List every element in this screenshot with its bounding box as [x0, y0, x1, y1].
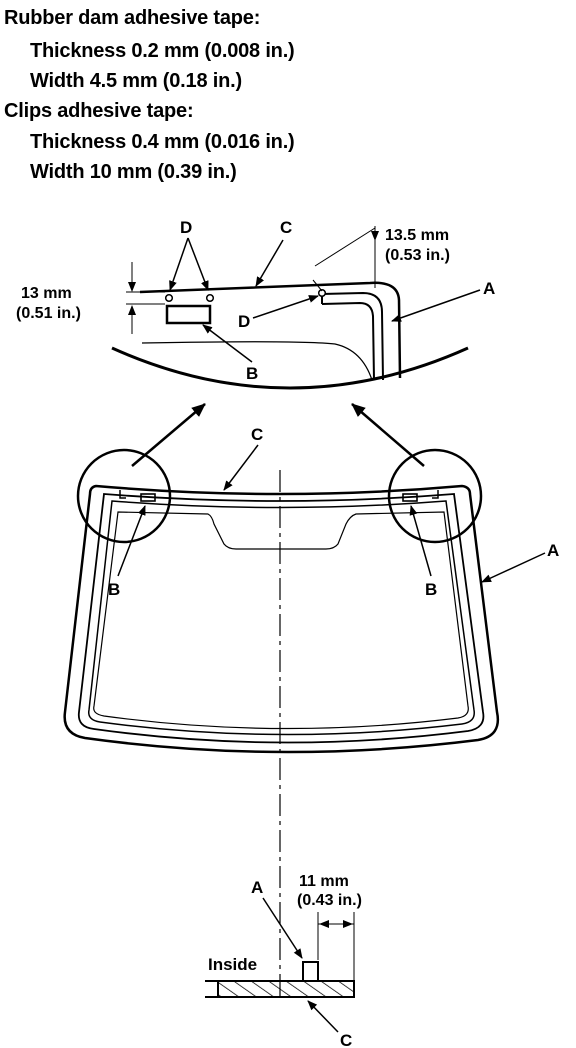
zoom-arrow-left [131, 403, 206, 467]
detail-pin-d3 [317, 288, 327, 298]
detail-circle-left [76, 448, 172, 544]
windshield-outer [63, 484, 500, 754]
dim-13-in: (0.51 in.) [16, 305, 81, 322]
clips-heading: Clips adhesive tape: [4, 100, 194, 122]
windshield-label-c: C [251, 425, 263, 444]
rubber-dam-thickness: Thickness 0.2 mm (0.008 in.) [30, 40, 295, 62]
detail-label-d-mid: D [238, 312, 250, 331]
clips-thickness: Thickness 0.4 mm (0.016 in.) [30, 131, 295, 153]
detail-circle-right [387, 448, 483, 544]
dim-13-5-in: (0.53 in.) [385, 247, 450, 264]
detail-pin-d1 [164, 293, 174, 303]
detail-label-d-top: D [180, 218, 192, 237]
detail-pin-d2 [205, 293, 215, 303]
detail-view: D C D A B 13.5 mm (0.53 in.) 13 mm (0.51… [16, 218, 495, 390]
windshield: C A B B [63, 425, 559, 1000]
cross-section: A C Inside 11 mm (0.43 in.) [205, 873, 362, 1048]
detail-cutoff-arc [111, 346, 469, 390]
detail-label-b: B [246, 364, 258, 383]
detail-rubber-dam [321, 291, 384, 381]
section-rubber-dam [302, 961, 319, 982]
rubber-dam-width: Width 4.5 mm (0.18 in.) [30, 70, 242, 92]
windshield-label-b-left: B [108, 580, 120, 599]
rubber-dam-heading: Rubber dam adhesive tape: [4, 7, 261, 29]
dim-11-mm: 11 mm [299, 873, 349, 890]
clips-width: Width 10 mm (0.39 in.) [30, 161, 237, 183]
dim-11-in: (0.43 in.) [297, 892, 362, 909]
section-glass [217, 980, 355, 998]
dim-13-mm: 13 mm [21, 285, 72, 302]
dim-13-5-mm: 13.5 mm [385, 227, 449, 244]
windshield-label-b-right: B [425, 580, 437, 599]
windshield-label-a: A [547, 541, 559, 560]
clip-b-left [140, 493, 156, 502]
detail-glass-edge [139, 281, 402, 379]
clip-b-right [402, 493, 418, 502]
section-label-a: A [251, 878, 263, 897]
section-inside-label: Inside [208, 955, 257, 974]
section-label-c: C [340, 1031, 352, 1048]
detail-label-a: A [483, 279, 495, 298]
detail-label-c: C [280, 218, 292, 237]
detail-clip-b [165, 304, 212, 325]
